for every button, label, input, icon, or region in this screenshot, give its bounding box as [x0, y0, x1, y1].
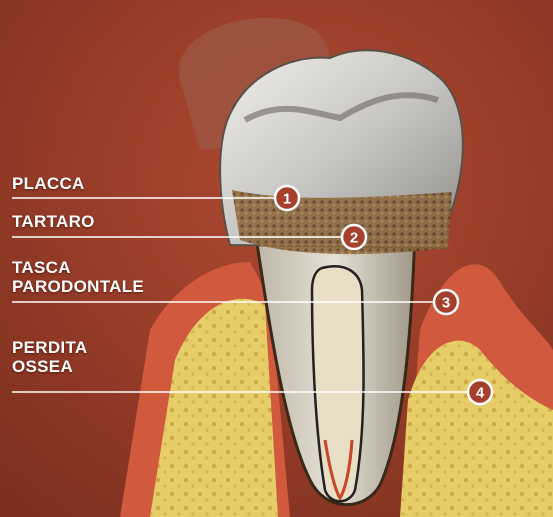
marker-2: 2: [342, 225, 366, 249]
marker-1-number: 1: [283, 191, 291, 208]
marker-1: 1: [275, 186, 299, 210]
label-periodontal-pocket-line-2: PARODONTALE: [12, 277, 144, 296]
label-tartar-line-1: TARTARO: [12, 212, 95, 231]
marker-3: 3: [434, 290, 458, 314]
label-periodontal-pocket: TASCA PARODONTALE: [12, 258, 144, 296]
marker-3-number: 3: [442, 295, 450, 312]
marker-4-number: 4: [476, 385, 485, 402]
label-bone-loss-line-2: OSSEA: [12, 357, 87, 376]
label-plaque-line-1: PLACCA: [12, 174, 85, 193]
tartar-band: [232, 190, 452, 254]
marker-4: 4: [468, 380, 492, 404]
marker-2-number: 2: [350, 230, 358, 247]
label-bone-loss-line-1: PERDITA: [12, 338, 87, 357]
label-plaque: PLACCA: [12, 174, 85, 193]
label-bone-loss: PERDITA OSSEA: [12, 338, 87, 376]
label-periodontal-pocket-line-1: TASCA: [12, 258, 144, 277]
label-tartar: TARTARO: [12, 212, 95, 231]
